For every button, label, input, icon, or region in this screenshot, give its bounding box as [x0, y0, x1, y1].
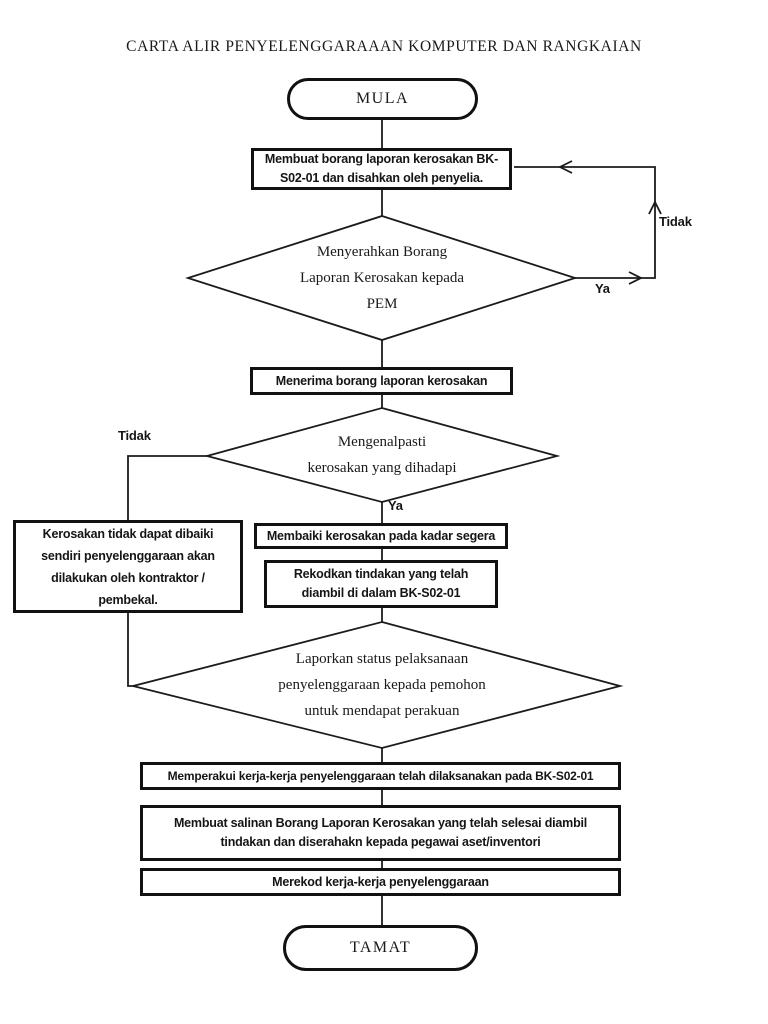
- decision-submit-form-label: Menyerahkan Borang Laporan Kerosakan kep…: [299, 244, 465, 312]
- edge-label-yes-right: Ya: [595, 281, 610, 296]
- process-record-action: Rekodkan tindakan yang telah diambil di …: [264, 560, 498, 608]
- connector-sidebox-to-decision3: [127, 611, 135, 687]
- process-repair: Membaiki kerosakan pada kadar segera: [254, 523, 508, 549]
- process-receive-form: Menerima borang laporan kerosakan: [250, 367, 513, 395]
- arrowhead-right-icon: [628, 271, 644, 285]
- decision-report-status-shape: [132, 621, 624, 749]
- edge-label-no-top: Tidak: [659, 214, 692, 229]
- end-terminator: TAMAT: [283, 925, 478, 971]
- end-terminator-label: TAMAT: [349, 939, 412, 956]
- process-certify: Memperakui kerja-kerja penyelenggaraan t…: [140, 762, 621, 790]
- process-create-form: Membuat borang laporan kerosakan BK- S02…: [251, 148, 512, 190]
- process-log-work: Merekod kerja-kerja penyelenggaraan: [140, 868, 621, 896]
- start-terminator: MULA: [287, 78, 478, 120]
- start-terminator-label: MULA: [355, 90, 410, 107]
- edge-label-yes-mid: Ya: [388, 498, 403, 513]
- decision-identify-fault-label: Mengenalpasti kerosakan yang dihadapi: [307, 434, 457, 476]
- page-title: CARTA ALIR PENYELENGGARAAAN KOMPUTER DAN…: [126, 38, 642, 55]
- arrowhead-up-icon: [648, 199, 662, 215]
- connector-feedback-loop: [514, 166, 656, 279]
- edge-label-no-left: Tidak: [118, 428, 151, 443]
- process-contractor-note: Kerosakan tidak dapat dibaiki sendiri pe…: [13, 520, 243, 613]
- decision-submit-form-shape: [185, 215, 578, 341]
- decision-report-status-label: Laporkan status pelaksanaan penyelenggar…: [278, 651, 486, 719]
- arrowhead-left-icon: [557, 160, 573, 174]
- decision-identify-fault-shape: [203, 407, 561, 503]
- process-copy-form: Membuat salinan Borang Laporan Kerosakan…: [140, 805, 621, 861]
- connector-no-branch: [127, 455, 207, 521]
